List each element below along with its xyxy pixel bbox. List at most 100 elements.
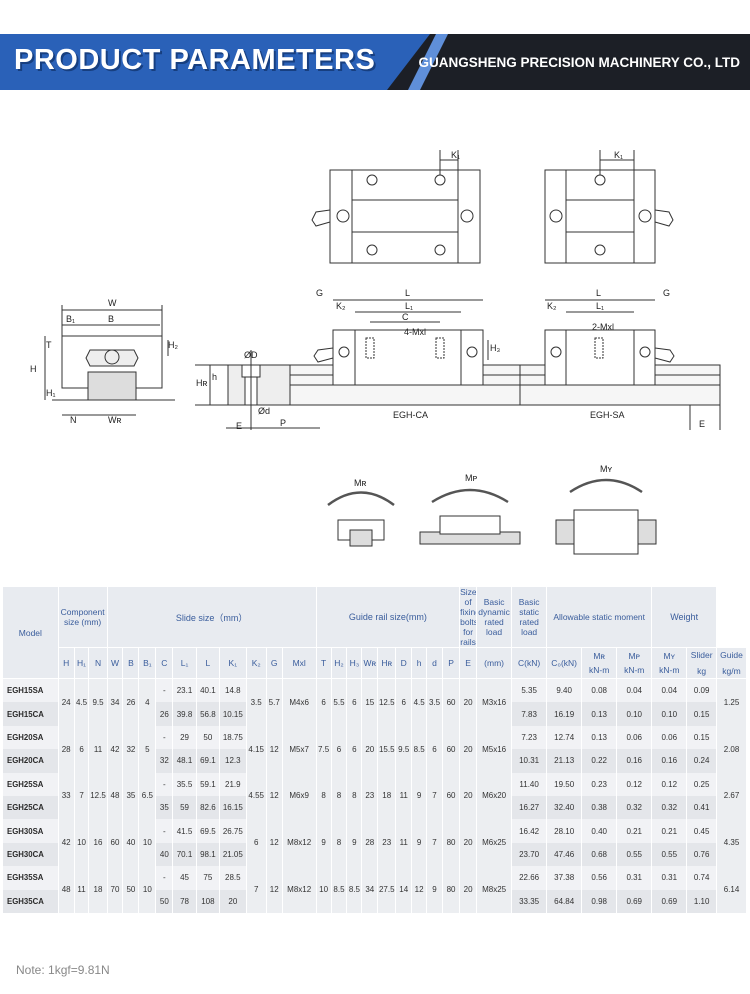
label-b1: B₁ [66,314,75,324]
label-h1: H₁ [46,388,56,398]
top-view-ca [311,150,481,264]
table-cell: 3.5 [246,678,267,726]
label-small-h: h [212,372,217,382]
table-cell: 29 [172,725,197,750]
table-cell: 21.13 [546,749,583,773]
table-cell: 4.55 [246,772,267,820]
table-cell: 11 [74,866,90,913]
table-cell: 4.5 [74,678,90,726]
model-cell: EGH35SA [3,866,59,890]
table-cell: 50 [122,866,140,913]
table-cell: 15 [361,678,379,726]
table-cell: 28 [361,819,379,867]
table-cell: 0.06 [651,725,688,750]
subheader-cell: C(kN) [511,647,548,679]
table-cell: - [155,772,174,796]
table-cell: 18 [377,772,397,820]
company-name: GUANGSHENG PRECISION MACHINERY CO., LTD [418,55,740,70]
moment-unit: kN-m [659,665,680,675]
table-cell: 0.22 [581,749,618,773]
table-cell: 16 [88,819,108,867]
table-cell: 28 [58,725,75,773]
table-cell: 7 [246,866,267,913]
table-cell: 3.5 [426,678,443,726]
label-b: B [108,314,114,324]
spec-table: Model Component size (mm) Slide size（mm）… [3,587,747,913]
table-cell: 6.5 [138,772,157,820]
subheader-cell: Mxl [282,647,317,679]
table-cell: M8x25 [476,866,513,913]
subheader-cell: Hʀ [377,647,397,679]
table-cell: 12 [266,819,283,867]
table-cell: 6 [74,725,90,773]
table-cell: 23.70 [511,842,548,867]
table-cell: 8.5 [331,866,348,913]
table-cell: 75 [196,866,221,890]
table-cell: 60 [442,725,461,773]
label-mr: Mʀ [354,478,366,488]
table-cell: 0.16 [651,749,688,773]
table-cell: 4.5 [411,678,428,726]
table-cell: 23 [377,819,397,867]
table-cell: 0.12 [616,772,653,796]
table-cell: 10 [138,866,157,913]
label-model-ca: EGH-CA [393,410,428,420]
table-cell: 40 [122,819,140,867]
subheader-cell: Wʀ [361,647,379,679]
model-cell: EGH15CA [3,702,59,726]
table-cell: 5.5 [331,678,348,726]
table-cell: 6 [346,678,363,726]
label-mxl-ca: 4-Mxl [404,327,426,337]
table-cell: 23.1 [172,678,197,703]
table-cell: 5.7 [266,678,283,726]
table-cell: 0.55 [616,842,653,867]
table-cell: 12.5 [88,772,108,820]
table-cell: 59 [172,795,197,820]
subheader-cell: W [107,647,124,679]
subheader-cell: G [266,647,283,679]
table-cell: 0.38 [581,795,618,820]
table-cell: 108 [196,889,221,913]
subheader-cell: H [58,647,75,679]
table-cell: 18 [88,866,108,913]
subheader-cell: N [88,647,108,679]
subheader-cell: L₁ [172,647,197,679]
table-cell: 10.31 [511,749,548,773]
table-cell: 10 [74,819,90,867]
table-cell: 28.10 [546,819,583,843]
table-cell: 5.35 [511,678,548,703]
table-cell: 9 [426,866,443,913]
subheader-cell: C [155,647,174,679]
subheader-cell: B₁ [138,647,157,679]
table-cell: M5x7 [282,725,317,773]
table-cell: 9.5 [395,725,413,773]
table-cell: 69.5 [196,819,221,843]
table-cell: 23 [361,772,379,820]
table-cell: 20 [459,772,478,820]
label-g-ca: G [316,288,323,298]
model-cell: EGH25CA [3,795,59,820]
table-cell: 0.55 [651,842,688,867]
table-cell: M3x16 [476,678,513,726]
table-cell: 0.32 [616,795,653,820]
table-cell: 16.15 [219,795,247,820]
table-cell: - [155,678,174,703]
label-l1-sa: L₁ [596,301,604,311]
footnote: Note: 1kgf=9.81N [16,963,110,977]
label-k1-ca: K₁ [451,150,460,160]
table-cell: 0.69 [651,889,688,913]
label-l1-ca: L₁ [405,301,413,311]
table-cell: 0.08 [581,678,618,703]
table-cell: 10.15 [219,702,247,726]
moment-symbol: Mᴘ [628,651,640,661]
label-k2-ca: K₂ [336,301,346,311]
table-cell: 9 [316,819,332,867]
model-cell: EGH30SA [3,819,59,843]
model-cell: EGH20CA [3,749,59,773]
subheader-cell: (mm) [476,647,513,679]
model-cell: EGH25SA [3,772,59,796]
table-cell: 35 [155,795,174,820]
subheader-cell: T [316,647,332,679]
